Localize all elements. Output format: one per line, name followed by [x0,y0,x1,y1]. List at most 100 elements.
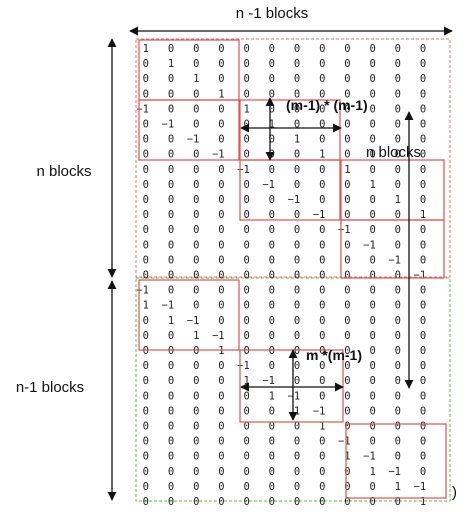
matrix-cell: 0 [395,270,401,282]
matrix-cell: 0 [269,285,275,297]
matrix-cell: 0 [193,179,199,191]
matrix-cell: 0 [269,345,275,357]
matrix-cell: 0 [143,345,149,357]
matrix-cell: 0 [193,466,199,478]
matrix-cell: 0 [143,149,149,161]
matrix-cell: −1 [388,254,401,266]
matrix-cell: 0 [294,451,300,463]
matrix-cell: 0 [168,466,174,478]
matrix-cell: 0 [193,239,199,251]
matrix-cell: −1 [162,300,175,312]
matrix-cell: 0 [420,239,426,251]
matrix-cell: 0 [420,73,426,85]
matrix-cell: 0 [269,300,275,312]
lower-block-size-label: m *(m-1) [306,347,362,363]
matrix-cell: 0 [269,315,275,327]
matrix-cell: 0 [344,345,350,357]
matrix-cell: 0 [143,164,149,176]
matrix-cell: 0 [369,209,375,221]
matrix-cell: 0 [193,164,199,176]
matrix-cell: 0 [193,481,199,493]
top-blocks-label: n -1 blocks [236,5,309,22]
matrix-cell: 1 [420,209,426,221]
difference-block-3 [345,423,447,499]
matrix-cell: 0 [168,436,174,448]
matrix-cell: 0 [319,103,325,115]
matrix-cell: 0 [420,119,426,131]
matrix-cell: 0 [269,43,275,55]
matrix-cell: 0 [344,421,350,433]
matrix-cell: 0 [269,73,275,85]
matrix-cell: 0 [218,43,224,55]
matrix-cell: 0 [319,285,325,297]
matrix-cell: 0 [344,103,350,115]
matrix-cell: 0 [319,300,325,312]
matrix-cell: 0 [168,481,174,493]
matrix-cell: 0 [319,466,325,478]
matrix-cell: −1 [414,481,427,493]
matrix-cell: 0 [395,285,401,297]
matrix-cell: 0 [294,254,300,266]
matrix-cell: 0 [319,360,325,372]
matrix-cell: −1 [212,330,225,342]
matrix-cell: 0 [168,88,174,100]
matrix-cell: 0 [193,300,199,312]
matrix-cell: 0 [420,390,426,402]
matrix-cell: 0 [294,315,300,327]
matrix-cell: 0 [319,73,325,85]
matrix-cell: 0 [395,390,401,402]
matrix-cell: 0 [294,481,300,493]
matrix-cell: 0 [143,375,149,387]
matrix-cell: 0 [369,73,375,85]
matrix-cell: 1 [344,164,350,176]
matrix-cell: 1 [294,134,300,146]
matrix-cell: −1 [262,179,275,191]
matrix-cell: 0 [218,360,224,372]
matrix-cell: 0 [319,315,325,327]
matrix-cell: 0 [395,43,401,55]
matrix-cell: 0 [269,239,275,251]
matrix-cell: 0 [294,300,300,312]
matrix-cell: 0 [193,58,199,70]
matrix-cell: 0 [243,119,249,131]
matrix-cell: 0 [193,421,199,433]
matrix-cell: 0 [395,421,401,433]
matrix-cell: 0 [319,330,325,342]
matrix-cell: 0 [369,330,375,342]
minus-identity-block-2 [239,159,341,221]
matrix-cell: 0 [294,270,300,282]
matrix-cell: 0 [395,58,401,70]
matrix-cell: 0 [420,88,426,100]
minus-identity-block-3 [340,219,445,279]
matrix-cell: 0 [420,134,426,146]
matrix-cell: 0 [218,103,224,115]
matrix-cell: 0 [369,254,375,266]
matrix-cell: 0 [269,496,275,508]
matrix-cell: 0 [395,164,401,176]
matrix-cell: −1 [313,209,326,221]
matrix-cell: 0 [319,134,325,146]
matrix-cell: 1 [218,345,224,357]
matrix-cell: 0 [369,285,375,297]
matrix-cell: 0 [168,496,174,508]
matrix-cell: 0 [294,224,300,236]
matrix-cell: 0 [420,405,426,417]
matrix-cell: 0 [193,149,199,161]
matrix-cell: 0 [243,224,249,236]
identity-block-3 [340,159,445,221]
matrix-cell: 0 [218,194,224,206]
matrix-cell: 0 [420,103,426,115]
matrix-cell: 0 [168,285,174,297]
matrix-cell: 0 [269,466,275,478]
matrix-cell: 0 [143,421,149,433]
matrix-cell: −1 [313,405,326,417]
matrix-cell: 0 [294,466,300,478]
matrix-cell: 0 [420,330,426,342]
matrix-cell: 0 [243,330,249,342]
matrix-cell: 0 [143,239,149,251]
matrix-cell: 0 [344,496,350,508]
matrix-cell: 0 [243,496,249,508]
matrix-cell: 1 [319,421,325,433]
matrix-cell: 0 [344,254,350,266]
matrix-cell: 0 [218,481,224,493]
